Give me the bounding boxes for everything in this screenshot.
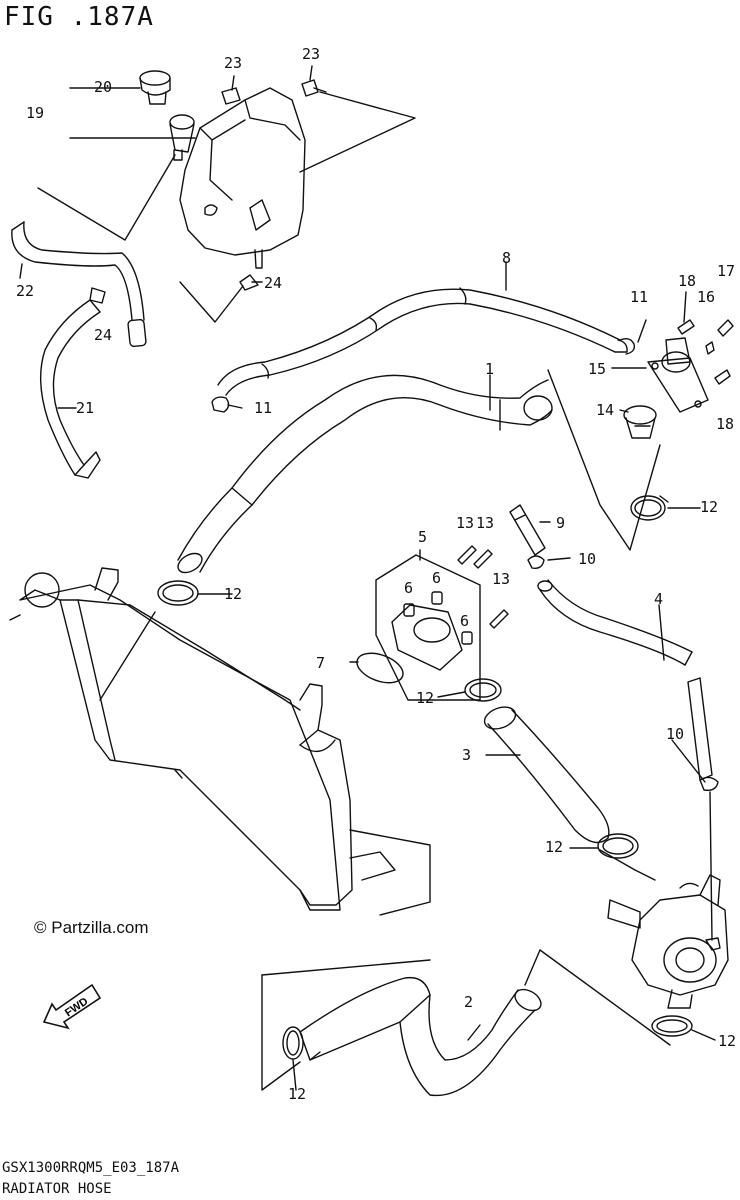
label-16: 16 — [697, 288, 716, 306]
label-8: 8 — [502, 249, 512, 267]
clip-10-part — [527, 555, 545, 570]
copyright-text: © Partzilla.com — [34, 918, 149, 937]
label-12d: 12 — [545, 838, 564, 856]
clamp-12f-part — [282, 1026, 304, 1060]
clamp-12e-part — [651, 1015, 693, 1037]
label-12a: 12 — [224, 585, 243, 603]
bolt-17-part — [717, 319, 734, 337]
label-13a: 13 — [456, 514, 475, 532]
label-6c: 6 — [460, 612, 470, 630]
label-10a: 10 — [578, 550, 597, 568]
label-6b: 6 — [404, 579, 414, 597]
water-pump-part — [607, 874, 729, 1009]
label-13b: 13 — [476, 514, 495, 532]
label-12f: 12 — [288, 1085, 307, 1103]
bolt-18-part — [677, 319, 731, 385]
clamp-12-part — [630, 495, 669, 521]
clip-24-part — [239, 274, 259, 291]
hose-21-part — [39, 287, 106, 479]
bolt-13-part — [457, 545, 509, 629]
thermostat-part — [623, 405, 657, 439]
label-24b: 24 — [94, 326, 113, 344]
label-5: 5 — [418, 528, 428, 546]
label-11a: 11 — [630, 288, 649, 306]
thermostat-case-part — [391, 591, 473, 671]
label-24a: 24 — [264, 274, 283, 292]
clip-11-part — [211, 396, 230, 413]
bolt-23-part — [221, 79, 327, 105]
label-15: 15 — [588, 360, 607, 378]
hose-4-part — [537, 579, 713, 781]
label-23a: 23 — [224, 54, 243, 72]
label-2: 2 — [464, 993, 474, 1011]
hose-2-part — [299, 976, 542, 1097]
label-17: 17 — [717, 262, 736, 280]
label-1: 1 — [485, 360, 495, 378]
radiator-part — [9, 567, 396, 911]
label-18b: 18 — [716, 415, 735, 433]
label-7: 7 — [316, 654, 326, 672]
reservoir-tank-part — [169, 87, 306, 269]
reservoir-cap-part — [139, 70, 171, 105]
title: FIG .187A — [4, 2, 154, 32]
label-4: 4 — [654, 590, 664, 608]
clamp-12d-part — [597, 833, 639, 859]
fwd-arrow-icon: FWD — [42, 983, 102, 1030]
label-19: 19 — [26, 104, 45, 122]
footer-model-code: GSX1300RRQM5_E03_187A — [2, 1160, 180, 1176]
label-23b: 23 — [302, 45, 321, 63]
washer-16-part — [705, 341, 715, 355]
footer-section-name: RADIATOR HOSE — [2, 1181, 112, 1197]
label-12e: 12 — [718, 1032, 737, 1050]
label-11b: 11 — [254, 399, 273, 417]
label-10b: 10 — [666, 725, 685, 743]
label-21: 21 — [76, 399, 95, 417]
label-20: 20 — [94, 78, 113, 96]
label-9: 9 — [556, 514, 566, 532]
label-14: 14 — [596, 401, 615, 419]
clip-10b-part — [699, 776, 719, 792]
label-3: 3 — [462, 746, 472, 764]
label-12b: 12 — [416, 689, 435, 707]
hose-22-part — [11, 221, 147, 348]
label-12c: 12 — [700, 498, 719, 516]
label-22: 22 — [16, 282, 35, 300]
hose-3-part — [483, 706, 610, 844]
clamp-12c-part — [464, 678, 502, 702]
label-18a: 18 — [678, 272, 697, 290]
label-6a: 6 — [432, 569, 442, 587]
o-ring-part — [356, 652, 404, 684]
thermostat-housing-part — [647, 337, 709, 413]
hose-1-part — [177, 374, 553, 574]
label-13c: 13 — [492, 570, 511, 588]
clamp-12b-part — [157, 580, 199, 606]
pipe-9-part — [509, 504, 546, 556]
